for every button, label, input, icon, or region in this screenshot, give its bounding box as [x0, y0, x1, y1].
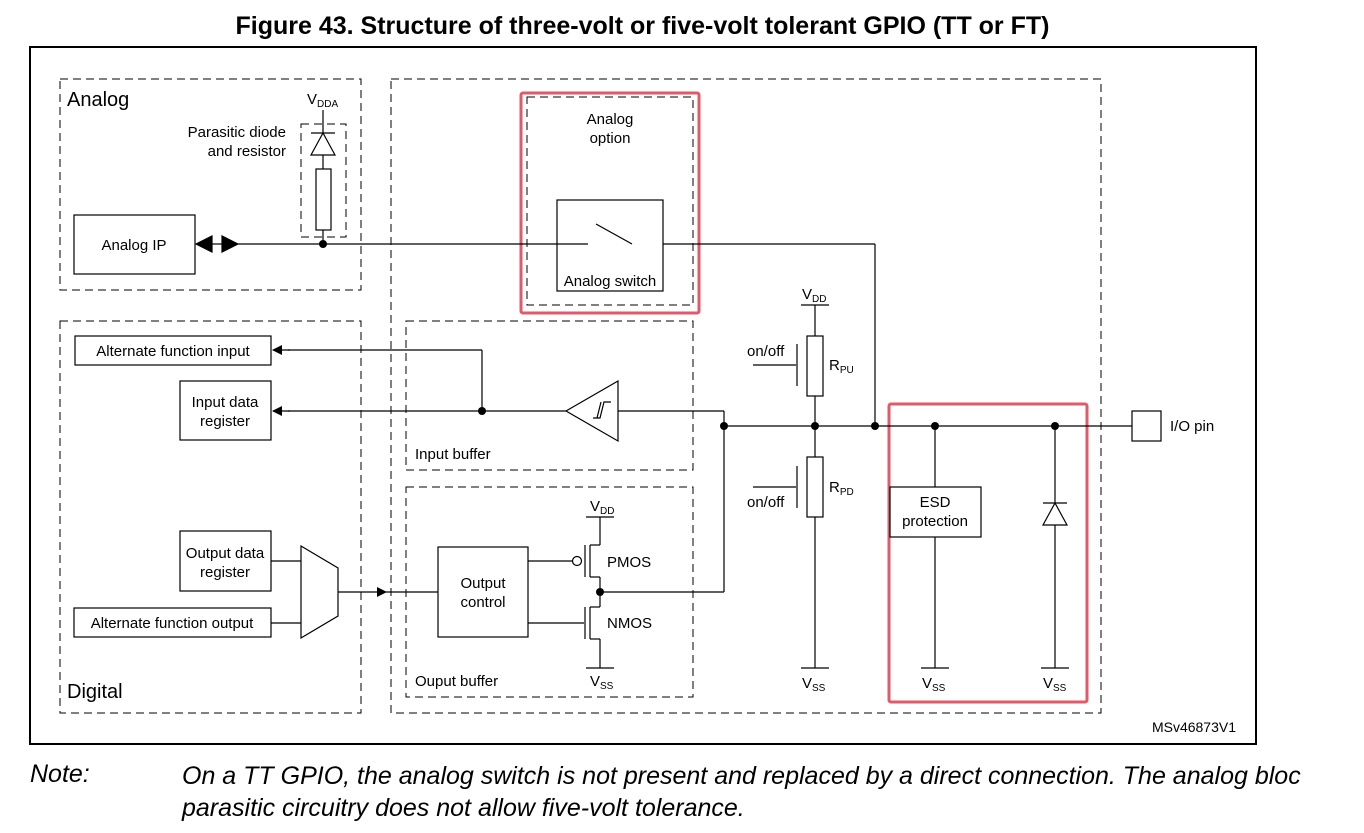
alt-func-output-label: Alternate function output	[91, 615, 254, 632]
input-buffer-label: Input buffer	[415, 446, 491, 463]
parasitic-resistor	[315, 168, 332, 231]
junction-input	[478, 407, 486, 415]
rpu-label: RPU	[829, 357, 854, 376]
input-data-register-block	[179, 380, 272, 441]
output-data-register-block	[179, 530, 272, 592]
vdd-pu-label: VDD	[802, 286, 826, 305]
junction-esd	[931, 422, 939, 430]
digital-label: Digital	[67, 681, 123, 703]
hysteresis-icon	[593, 401, 611, 419]
figure-frame	[29, 46, 1257, 745]
output-control-label-2: control	[460, 594, 505, 611]
input-buffer-region	[405, 320, 694, 471]
output-control-block	[437, 546, 529, 638]
figure-id: MSv46873V1	[1152, 719, 1236, 735]
vss-esd-label: VSS	[922, 675, 946, 694]
junction-analog	[319, 240, 327, 248]
io-region	[390, 78, 1102, 714]
analog-option-region	[526, 96, 694, 306]
analog-ip-label: Analog IP	[101, 237, 166, 254]
analog-region	[59, 78, 362, 291]
vss-pd-label: VSS	[802, 675, 826, 694]
io-pin-box	[1131, 410, 1162, 442]
analog-option-label-2: option	[590, 130, 631, 147]
junction-pull	[811, 422, 819, 430]
bidir-arrow-right	[221, 235, 240, 253]
alt-func-input-block	[74, 335, 272, 366]
analog-option-label-1: Analog	[587, 111, 634, 128]
note-text: On a TT GPIO, the analog switch is not p…	[182, 762, 1301, 822]
idr-label-1: Input data	[192, 394, 259, 411]
rpu-resistor	[806, 335, 824, 397]
analog-ip-block	[73, 214, 196, 275]
nmos-label: NMOS	[607, 615, 652, 632]
figure-title: Figure 43. Structure of three-volt or fi…	[235, 12, 1050, 40]
switch-blade-icon	[595, 223, 633, 245]
idr-label-2: register	[200, 413, 250, 430]
pu-on-off-label: on/off	[747, 343, 785, 360]
bidir-arrow-left	[194, 235, 213, 253]
odr-label-2: register	[200, 564, 250, 581]
parasitic-label-2: and resistor	[208, 143, 286, 160]
io-pin-label: I/O pin	[1170, 418, 1214, 435]
esd-label-2: protection	[902, 513, 968, 530]
digital-region	[59, 320, 362, 714]
alt-func-input-label: Alternate function input	[96, 343, 250, 360]
mux-icon	[300, 544, 339, 640]
vdda-label: VDDA	[307, 91, 338, 110]
pmos-label: PMOS	[607, 554, 651, 571]
rpd-label: RPD	[829, 479, 854, 498]
output-buffer-label: Ouput buffer	[415, 673, 498, 690]
junction-bus-left	[720, 422, 728, 430]
odr-label-1: Output data	[186, 545, 265, 562]
junction-diode	[1051, 422, 1059, 430]
esd-highlight	[887, 402, 1089, 704]
analog-label: Analog	[67, 89, 129, 111]
junction-output	[596, 588, 604, 596]
pmos-bubble-icon	[571, 555, 583, 567]
parasitic-diode-icon	[309, 131, 337, 156]
analog-switch-label: Analog switch	[564, 273, 657, 290]
schmitt-trigger-icon	[564, 379, 619, 443]
output-control-label-1: Output	[460, 575, 506, 592]
parasitic-label-1: Parasitic diode	[188, 124, 286, 141]
protection-diode-icon	[1041, 501, 1069, 526]
pd-on-off-label: on/off	[747, 494, 785, 511]
analog-switch-block	[556, 199, 664, 292]
junction-switch	[871, 422, 879, 430]
rpd-resistor	[806, 456, 824, 518]
esd-label-1: ESD	[920, 494, 951, 511]
note-label: Note:	[30, 760, 90, 788]
esd-block	[889, 486, 982, 538]
alt-func-output-block	[73, 607, 272, 638]
vss-diode-label: VSS	[1043, 675, 1067, 694]
vdd-pmos-label: VDD	[590, 498, 614, 517]
vss-nmos-label: VSS	[590, 673, 614, 692]
analog-option-highlight	[519, 91, 701, 315]
